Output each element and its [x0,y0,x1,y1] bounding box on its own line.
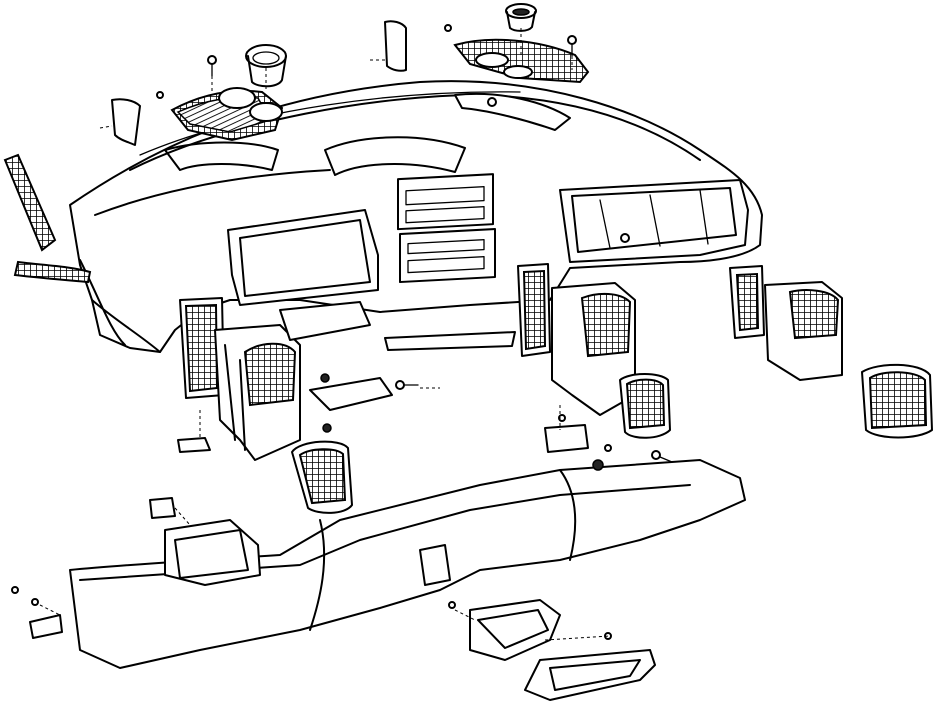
glove-box-door [524,649,656,701]
instrument-panel-pad [69,80,763,353]
knee-bolster [164,519,261,586]
glove-box [469,599,561,661]
side-window-demister-left [179,297,225,399]
lower-bracket [279,301,589,453]
speaker-grille-right [370,20,407,72]
leader-lines [39,28,611,641]
clips [29,437,211,639]
air-outlet-left [214,324,301,461]
speaker-grille-left [99,98,141,146]
air-outlet-right [729,265,933,439]
a-pillar-trim [3,153,92,284]
air-outlet-center-left [291,440,353,514]
cup-holder-left [218,44,287,122]
air-outlet-center-right [517,263,671,439]
cup-holder-right [505,3,537,32]
defroster-grille-right [453,38,590,84]
